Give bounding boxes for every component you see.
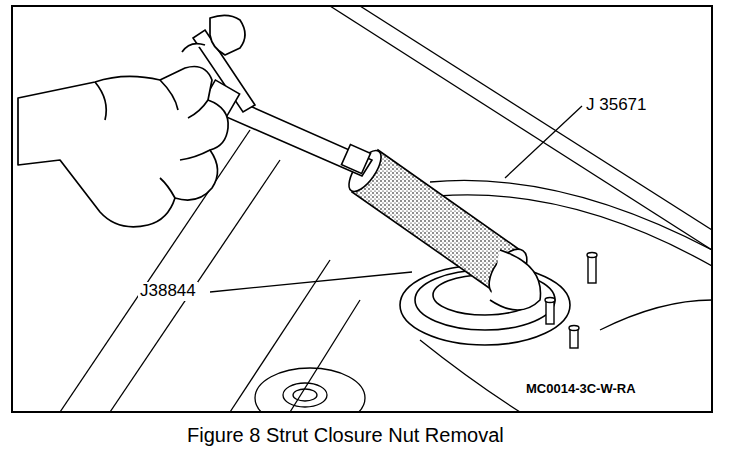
- figure-code: MC0014-3C-W-RA: [524, 382, 638, 396]
- tool-number: J38844: [138, 282, 198, 301]
- figure-caption: Figure 8 Strut Closure Nut Removal: [185, 424, 506, 446]
- tool-number: J 35671: [584, 96, 649, 115]
